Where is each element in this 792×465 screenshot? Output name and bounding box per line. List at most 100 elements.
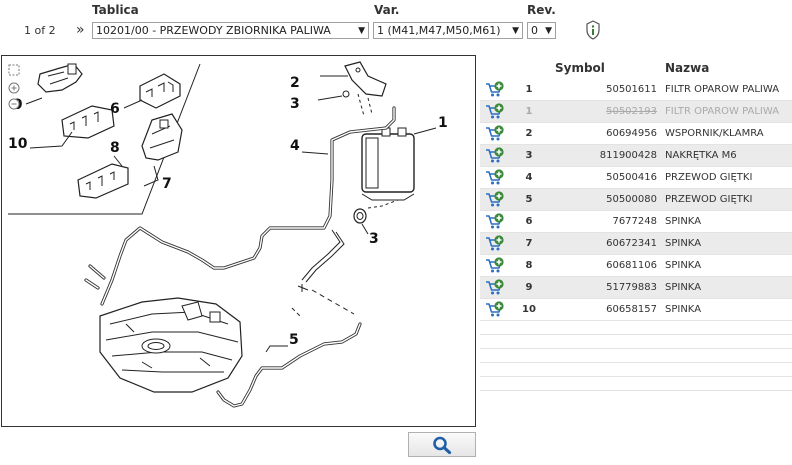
cart-add-icon[interactable] xyxy=(480,212,510,231)
table-row[interactable]: 2 60694956 WSPORNIK/KLAMRA xyxy=(480,123,792,145)
chevron-down-icon: ▼ xyxy=(358,25,365,36)
callout-2[interactable]: 2 xyxy=(290,75,300,91)
chevron-down-icon: ▼ xyxy=(512,25,519,36)
cart-add-icon[interactable] xyxy=(480,124,510,143)
part-symbol: 50501611 xyxy=(606,84,657,95)
part-symbol: 51779883 xyxy=(606,282,657,293)
callout-3-top[interactable]: 3 xyxy=(290,96,300,112)
search-button[interactable] xyxy=(408,432,476,457)
fit-icon[interactable] xyxy=(8,64,20,76)
cart-add-icon[interactable] xyxy=(480,146,510,165)
part-symbol: 60658157 xyxy=(606,304,657,315)
callout-8[interactable]: 8 xyxy=(110,140,120,156)
rev-label: Rev. xyxy=(527,3,556,17)
cart-add-icon[interactable] xyxy=(480,190,510,209)
cart-add-icon[interactable] xyxy=(480,278,510,297)
zoom-out-icon[interactable] xyxy=(8,98,20,110)
zoom-in-icon[interactable] xyxy=(8,82,20,94)
table-row[interactable]: 10 60658157 SPINKA xyxy=(480,299,792,321)
cart-add-icon[interactable] xyxy=(480,234,510,253)
tablica-select-value: 10201/00 - PRZEWODY ZBIORNIKA PALIWA xyxy=(96,24,331,37)
table-row[interactable]: 3 811900428 NAKRĘTKA M6 xyxy=(480,145,792,167)
clip-7-drawing xyxy=(141,113,183,161)
chevron-down-icon: ▼ xyxy=(545,25,552,36)
part-name: FILTR OPARÓW PALIWA xyxy=(665,84,780,95)
parts-diagram[interactable]: 9 6 10 8 7 2 3 4 1 3 5 xyxy=(1,55,476,427)
cart-add-icon[interactable] xyxy=(480,300,510,319)
part-symbol: 50500416 xyxy=(606,172,657,183)
cart-add-icon[interactable] xyxy=(480,80,510,99)
table-row-empty xyxy=(480,377,792,391)
magnifier-icon xyxy=(433,436,452,454)
part-number: 8 xyxy=(525,260,533,271)
callout-6[interactable]: 6 xyxy=(110,101,120,117)
rev-select-value: 0 xyxy=(531,24,538,37)
diagram-drawing xyxy=(8,61,437,408)
table-row-empty xyxy=(480,363,792,377)
table-row[interactable]: 1 50502193 FILTR OPARÓW PALIWA xyxy=(480,101,792,123)
callout-4[interactable]: 4 xyxy=(290,138,300,154)
cart-add-icon[interactable] xyxy=(480,168,510,187)
info-icon[interactable] xyxy=(584,20,602,40)
bracket-2-drawing xyxy=(344,61,387,97)
page-count: 1 of 2 xyxy=(24,24,56,37)
callout-10[interactable]: 10 xyxy=(8,136,28,152)
table-row[interactable]: 8 60681106 SPINKA xyxy=(480,255,792,277)
part-name: FILTR OPARÓW PALIWA xyxy=(665,106,780,117)
part-number: 1 xyxy=(525,84,533,95)
callout-5[interactable]: 5 xyxy=(289,332,299,348)
part-number: 5 xyxy=(525,194,533,205)
table-row[interactable]: 5 50500080 PRZEWÓD GIĘTKI xyxy=(480,189,792,211)
callout-3-bottom[interactable]: 3 xyxy=(369,231,379,247)
part-number: 6 xyxy=(525,216,533,227)
table-row-empty xyxy=(480,321,792,335)
nut-3-drawing xyxy=(353,208,367,224)
var-select-value: 1 (M41,M47,M50,M61) xyxy=(377,24,501,37)
column-name: Nazwa xyxy=(665,61,710,75)
clip-10-drawing xyxy=(61,105,115,139)
part-name: SPINKA xyxy=(665,282,702,293)
cart-add-icon[interactable] xyxy=(480,256,510,275)
canister-1-drawing xyxy=(361,127,415,201)
var-label: Var. xyxy=(374,3,400,17)
diagram-labels: 9 6 10 8 7 2 3 4 1 3 5 xyxy=(8,75,448,348)
part-symbol: 7677248 xyxy=(612,216,657,227)
var-select[interactable]: 1 (M41,M47,M50,M61) ▼ xyxy=(373,22,523,39)
part-number: 2 xyxy=(525,128,533,139)
part-symbol: 50502193 xyxy=(606,106,657,117)
clip-8-drawing xyxy=(77,163,129,199)
next-page-button[interactable]: » xyxy=(76,22,85,38)
fuel-tank-drawing xyxy=(99,297,243,393)
column-symbol: Symbol xyxy=(555,61,605,75)
callout-7[interactable]: 7 xyxy=(162,176,172,192)
table-row[interactable]: 9 51779883 SPINKA xyxy=(480,277,792,299)
clip-9-drawing xyxy=(37,63,83,93)
part-name: PRZEWÓD GIĘTKI xyxy=(665,172,753,183)
table-row[interactable]: 1 50501611 FILTR OPARÓW PALIWA xyxy=(480,79,792,101)
part-number: 3 xyxy=(525,150,533,161)
part-name: SPINKA xyxy=(665,260,702,271)
part-symbol: 811900428 xyxy=(599,150,657,161)
part-name: WSPORNIK/KLAMRA xyxy=(665,128,764,139)
part-number: 1 xyxy=(525,106,533,117)
part-number: 10 xyxy=(522,304,536,315)
part-name: SPINKA xyxy=(665,304,702,315)
cart-add-icon[interactable] xyxy=(480,102,510,121)
part-name: PRZEWÓD GIĘTKI xyxy=(665,194,753,205)
callout-1[interactable]: 1 xyxy=(438,115,448,131)
clip-6-drawing xyxy=(139,73,181,109)
part-symbol: 60672341 xyxy=(606,238,657,249)
part-symbol: 60681106 xyxy=(606,260,657,271)
part-number: 9 xyxy=(525,282,533,293)
rev-select[interactable]: 0 ▼ xyxy=(527,22,556,39)
table-row-empty xyxy=(480,349,792,363)
parts-table-header: Symbol Nazwa xyxy=(480,57,792,79)
part-symbol: 60694956 xyxy=(606,128,657,139)
tablica-select[interactable]: 10201/00 - PRZEWODY ZBIORNIKA PALIWA ▼ xyxy=(92,22,369,39)
part-symbol: 50500080 xyxy=(606,194,657,205)
part-name: NAKRĘTKA M6 xyxy=(665,150,737,161)
